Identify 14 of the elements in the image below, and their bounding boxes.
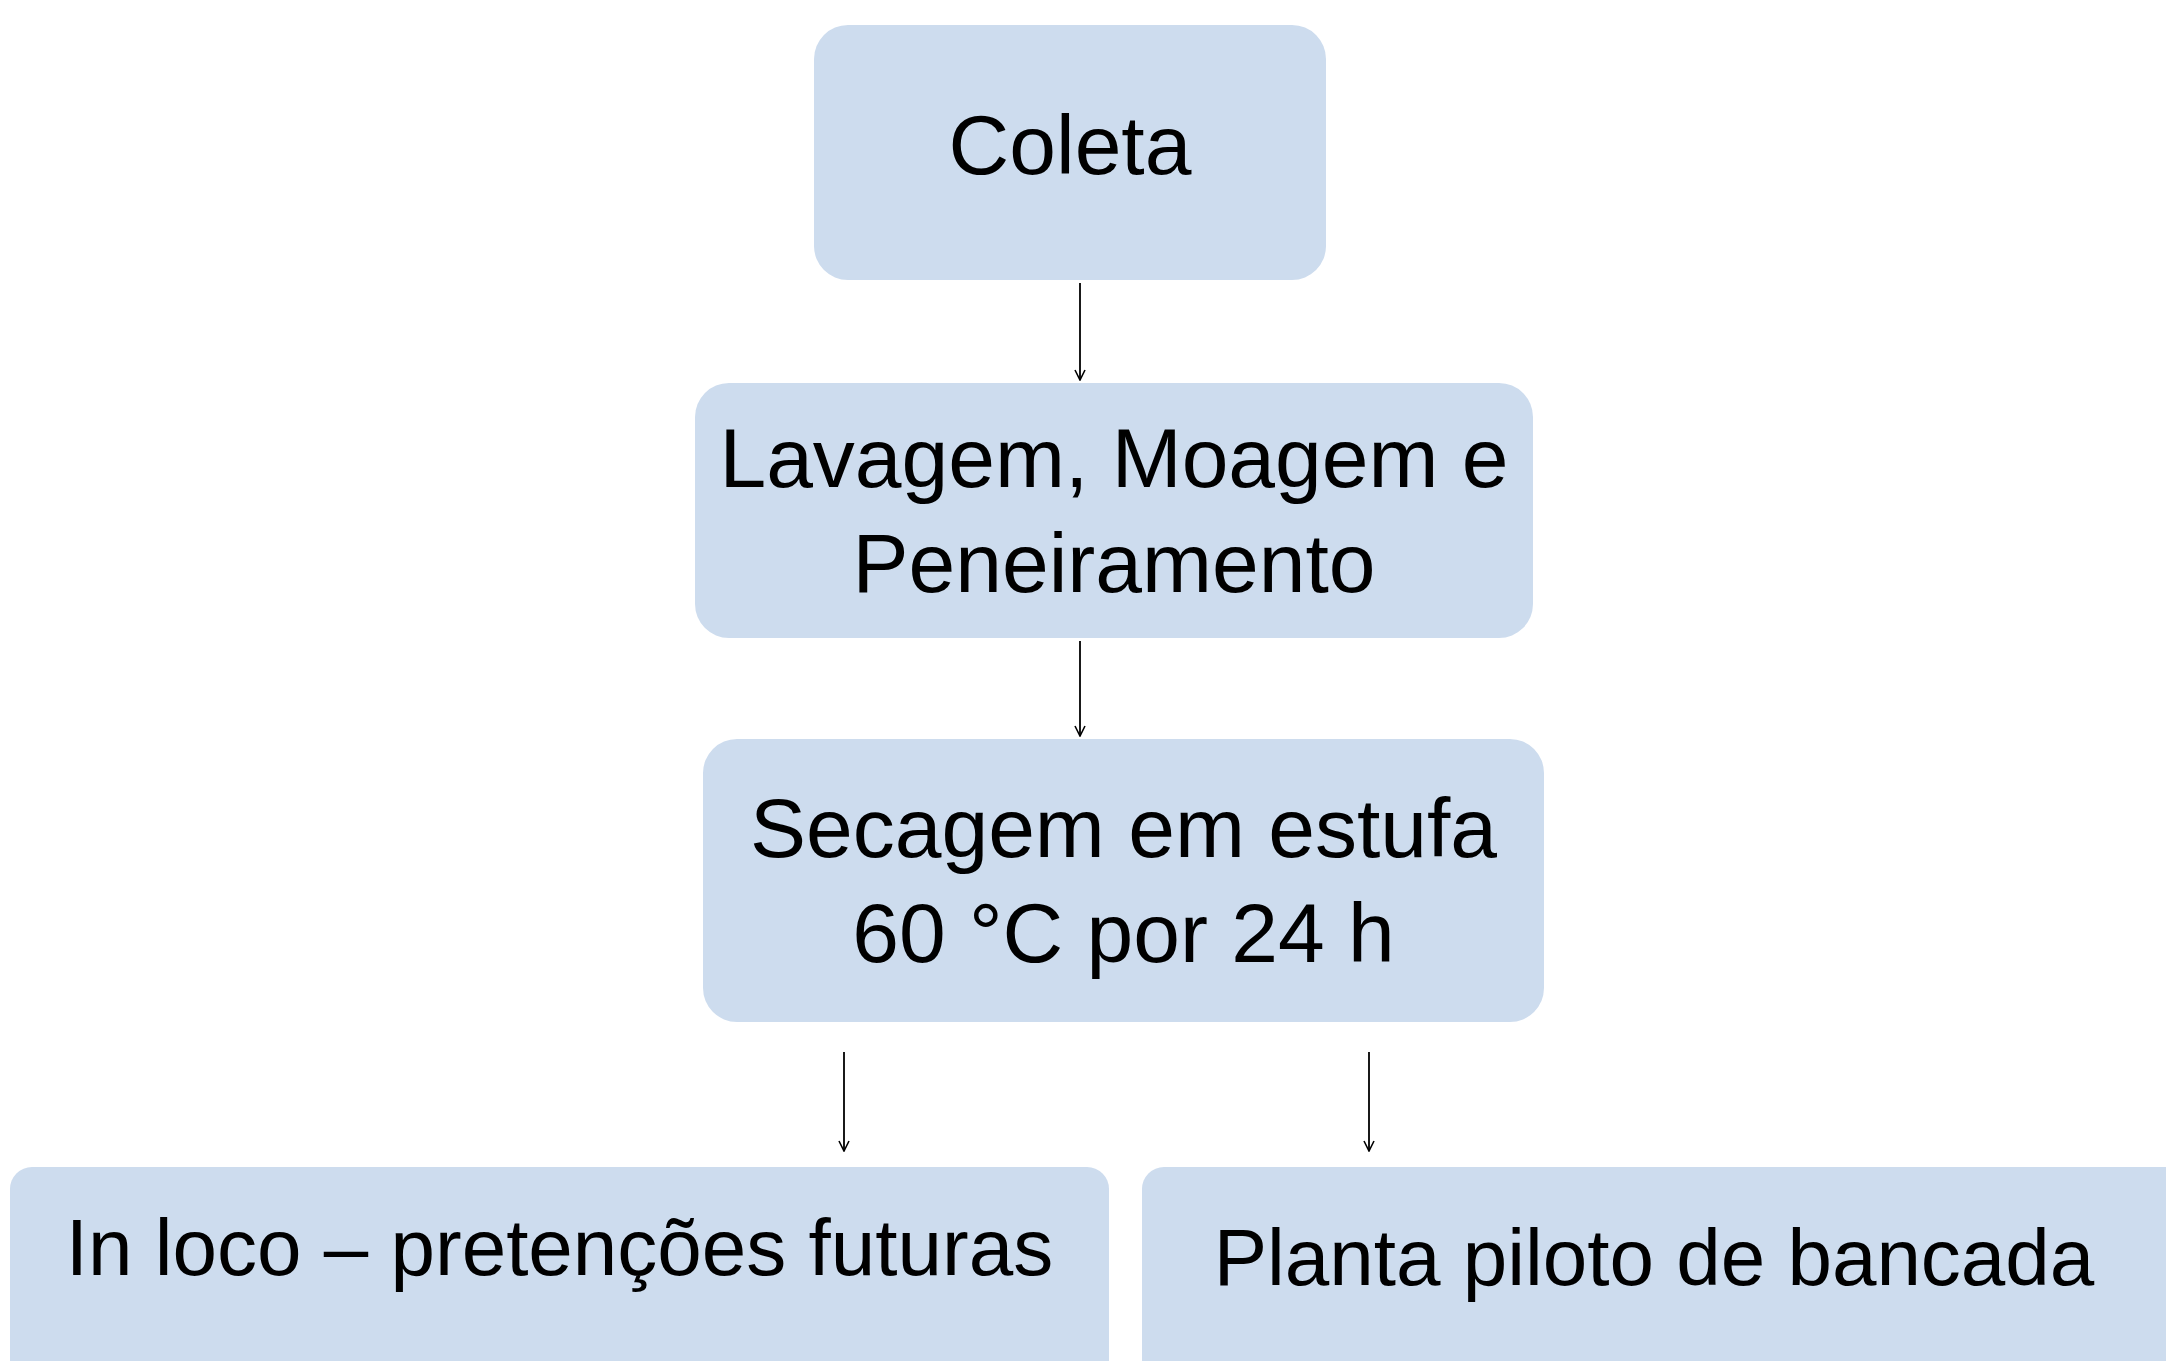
process-box (10, 1167, 1109, 1361)
step-label: Lavagem, Moagem e Peneiramento (718, 409, 1510, 612)
step-label: Secagem em estufa 60 °C por 24 h (748, 779, 1499, 982)
process-box (703, 739, 1544, 1022)
process-box (1142, 1167, 2166, 1361)
arrow (1074, 640, 1086, 737)
arrow (1363, 1051, 1375, 1152)
process-box (695, 383, 1533, 638)
process-box (814, 25, 1326, 280)
step-label: Planta piloto de bancada (1213, 1212, 2095, 1304)
step-label: In loco – pretenções futuras (65, 1202, 1054, 1294)
step-label: Coleta (948, 97, 1192, 194)
arrow (1074, 282, 1086, 381)
arrow (838, 1051, 850, 1152)
